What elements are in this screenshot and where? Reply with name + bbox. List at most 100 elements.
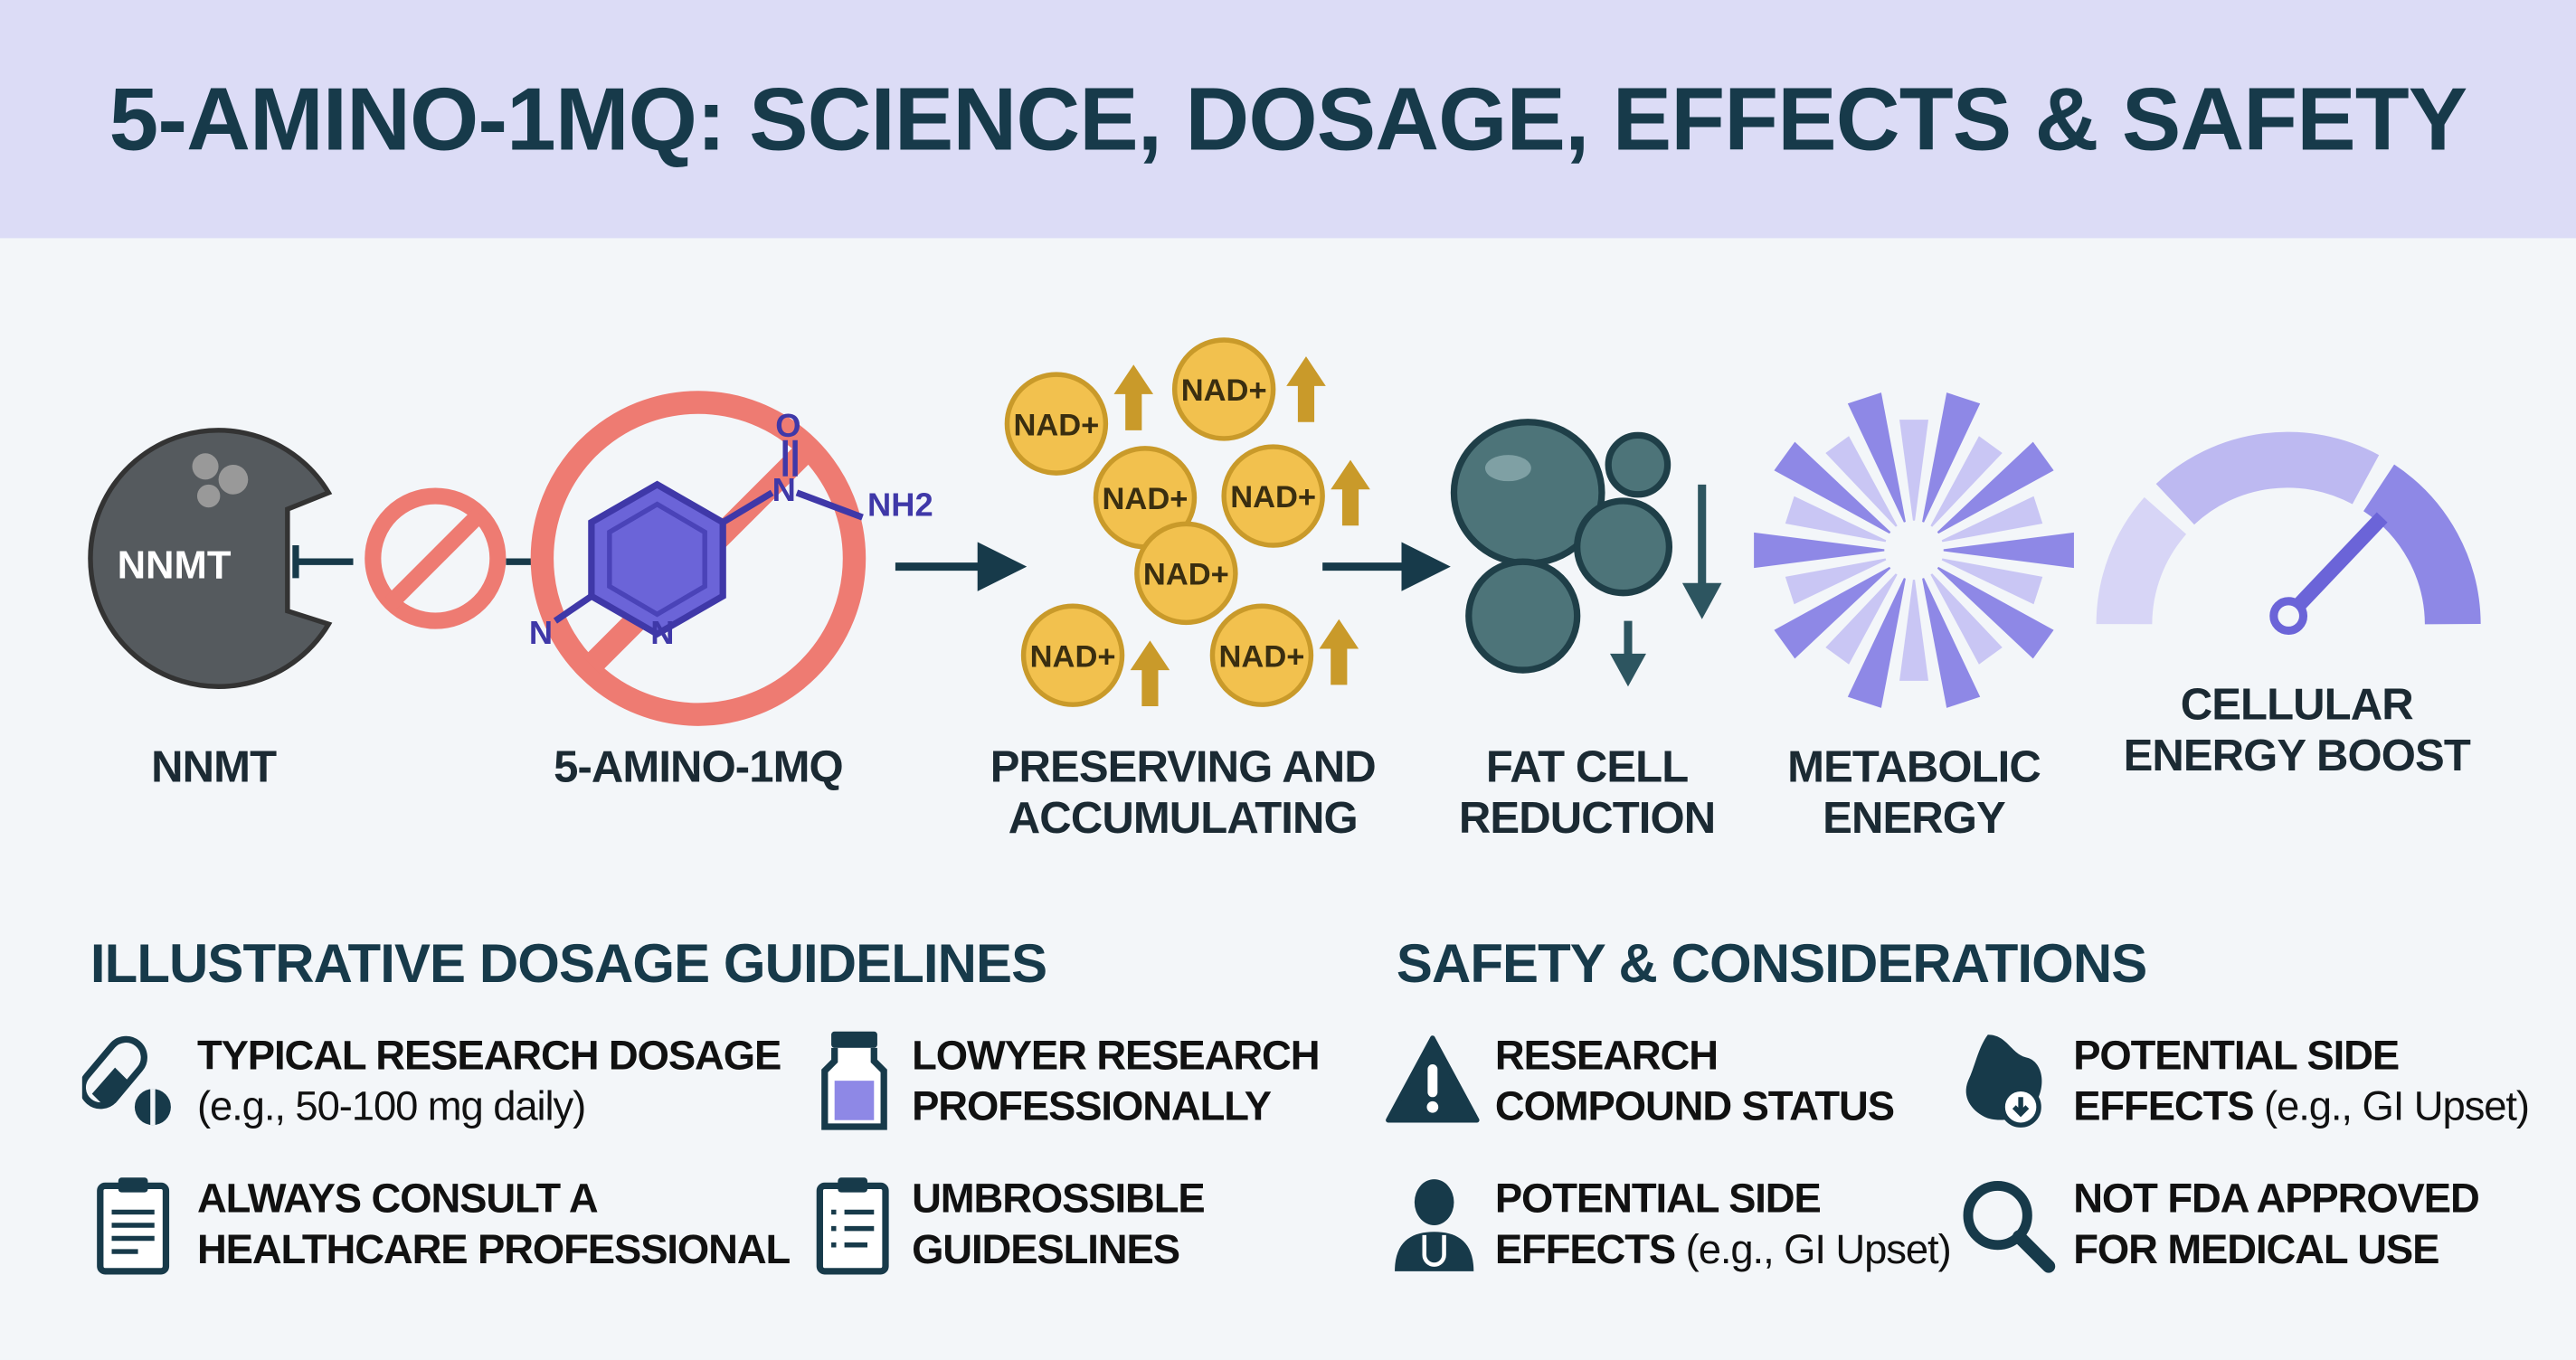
nad-coin: NAD+ bbox=[1221, 444, 1325, 548]
nad-molecules-icon: NAD+ NAD+ NAD+ NAD+ NAD+ NAD+ NAD+ bbox=[1004, 337, 1370, 707]
burst-ray bbox=[1930, 573, 2003, 665]
nad-label-line: PRESERVING AND bbox=[990, 741, 1377, 792]
nad-text: NAD+ bbox=[1230, 480, 1316, 515]
fat-label-line: REDUCTION bbox=[1458, 793, 1716, 843]
item-title: COMPOUND STATUS bbox=[1494, 1083, 1895, 1130]
metabolic-label-line: METABOLIC bbox=[1787, 741, 2041, 792]
arrow-up-icon bbox=[1130, 640, 1170, 707]
cellular-label-line: CELLULAR bbox=[2180, 679, 2414, 730]
fat-cells-icon bbox=[1450, 419, 1673, 674]
nad-text: NAD+ bbox=[1013, 408, 1099, 442]
item-title: FOR MEDICAL USE bbox=[2073, 1226, 2439, 1273]
burst-ray bbox=[1825, 573, 1898, 665]
nnmt-enzyme-icon: NNMT bbox=[88, 428, 333, 689]
burst-ray bbox=[1899, 580, 1929, 681]
nad-text: NAD+ bbox=[1218, 639, 1304, 674]
burst-ray bbox=[1922, 392, 1981, 523]
nad-coin: NAD+ bbox=[1004, 372, 1109, 476]
nad-coin: NAD+ bbox=[1209, 603, 1314, 707]
item-detail: (e.g., GI Upset) bbox=[1685, 1226, 1952, 1273]
metabolic-label-line: ENERGY bbox=[1823, 793, 2006, 843]
prohibit-large-icon bbox=[530, 391, 867, 726]
warning-icon bbox=[1386, 1035, 1480, 1123]
molecule-label: 5-AMINO-1MQ bbox=[554, 741, 844, 792]
cellular-label-line: ENERGY BOOST bbox=[2123, 731, 2471, 780]
vial-icon bbox=[821, 1031, 887, 1130]
dosage-heading: ILLUSTRATIVE DOSAGE GUIDELINES bbox=[90, 932, 1047, 994]
burst-ray bbox=[1899, 420, 1929, 521]
item-title: HEALTHCARE PROFESSIONAL bbox=[196, 1226, 791, 1273]
item-title: TYPICAL RESEARCH DOSAGE bbox=[196, 1033, 781, 1080]
arrow-up-icon bbox=[1113, 364, 1154, 430]
arrow-up-icon bbox=[1331, 459, 1370, 526]
gauge-icon bbox=[2096, 431, 2481, 636]
arrow-up-icon bbox=[1286, 356, 1326, 422]
nad-text: NAD+ bbox=[1143, 558, 1229, 592]
fat-label-line: FAT CELL bbox=[1485, 741, 1689, 792]
item-title: EFFECTS bbox=[1494, 1226, 1676, 1273]
burst-ray bbox=[1943, 532, 2074, 569]
nad-coin: NAD+ bbox=[1134, 521, 1238, 626]
metabolic-energy-burst-icon bbox=[1754, 392, 2074, 708]
burst-ray bbox=[1785, 558, 1887, 605]
burst-ray bbox=[1941, 558, 2043, 605]
item-title: POTENTIAL SIDE bbox=[1494, 1176, 1822, 1223]
item-title: LOWYER RESEARCH bbox=[912, 1033, 1320, 1080]
burst-ray bbox=[1774, 441, 1891, 534]
nad-label-line: ACCUMULATING bbox=[1008, 793, 1359, 843]
item-title: EFFECTS bbox=[2073, 1083, 2254, 1130]
stomach-icon bbox=[1965, 1034, 2042, 1128]
clipboard-icon bbox=[97, 1177, 170, 1275]
doctor-icon bbox=[1395, 1179, 1474, 1271]
item-title: ALWAYS CONSULT A bbox=[196, 1176, 599, 1223]
page-title: 5-AMINO-1MQ: SCIENCE, DOSAGE, EFFECTS & … bbox=[109, 71, 2468, 170]
item-title: PROFESSIONALLY bbox=[912, 1083, 1272, 1130]
nad-text: NAD+ bbox=[1103, 482, 1189, 516]
burst-ray bbox=[1847, 392, 1906, 523]
inhibition-symbol bbox=[292, 545, 535, 579]
arrow-up-icon bbox=[1319, 619, 1359, 685]
nad-text: NAD+ bbox=[1181, 373, 1267, 408]
item-title: GUIDESLINES bbox=[912, 1226, 1180, 1273]
item-title: UMBROSSIBLE bbox=[912, 1176, 1206, 1223]
burst-ray bbox=[1847, 578, 1906, 708]
magnifier-icon bbox=[1963, 1180, 2056, 1273]
molecule-5-amino-1mq-icon: N O NH2 N N bbox=[529, 391, 933, 726]
nad-text: NAD+ bbox=[1030, 639, 1116, 674]
nnmt-icon-text: NNMT bbox=[118, 543, 232, 587]
burst-ray bbox=[1754, 532, 1885, 569]
header-band bbox=[0, 0, 2576, 239]
atom-o: O bbox=[775, 407, 800, 444]
nnmt-label: NNMT bbox=[151, 741, 277, 792]
burst-ray bbox=[1930, 436, 2003, 527]
safety-heading: SAFETY & CONSIDERATIONS bbox=[1396, 932, 2147, 994]
burst-ray bbox=[1922, 578, 1981, 708]
burst-ray bbox=[1774, 566, 1891, 659]
burst-ray bbox=[1937, 566, 2054, 659]
item-title: POTENTIAL SIDE bbox=[2073, 1033, 2400, 1080]
item-detail: (e.g., GI Upset) bbox=[2264, 1083, 2530, 1130]
burst-ray bbox=[1785, 496, 1887, 543]
item-title: RESEARCH bbox=[1494, 1033, 1719, 1080]
pill-icon bbox=[81, 1035, 171, 1126]
atom-n: N bbox=[529, 614, 553, 651]
prohibit-small-icon bbox=[365, 487, 507, 629]
nad-coin: NAD+ bbox=[1020, 603, 1125, 707]
burst-ray bbox=[1825, 436, 1898, 527]
checklist-icon bbox=[816, 1177, 889, 1275]
atom-n: N bbox=[772, 471, 796, 508]
atom-n: N bbox=[650, 614, 674, 651]
dosage-item: TYPICAL RESEARCH DOSAGE(e.g., 50-100 mg … bbox=[197, 1032, 781, 1134]
